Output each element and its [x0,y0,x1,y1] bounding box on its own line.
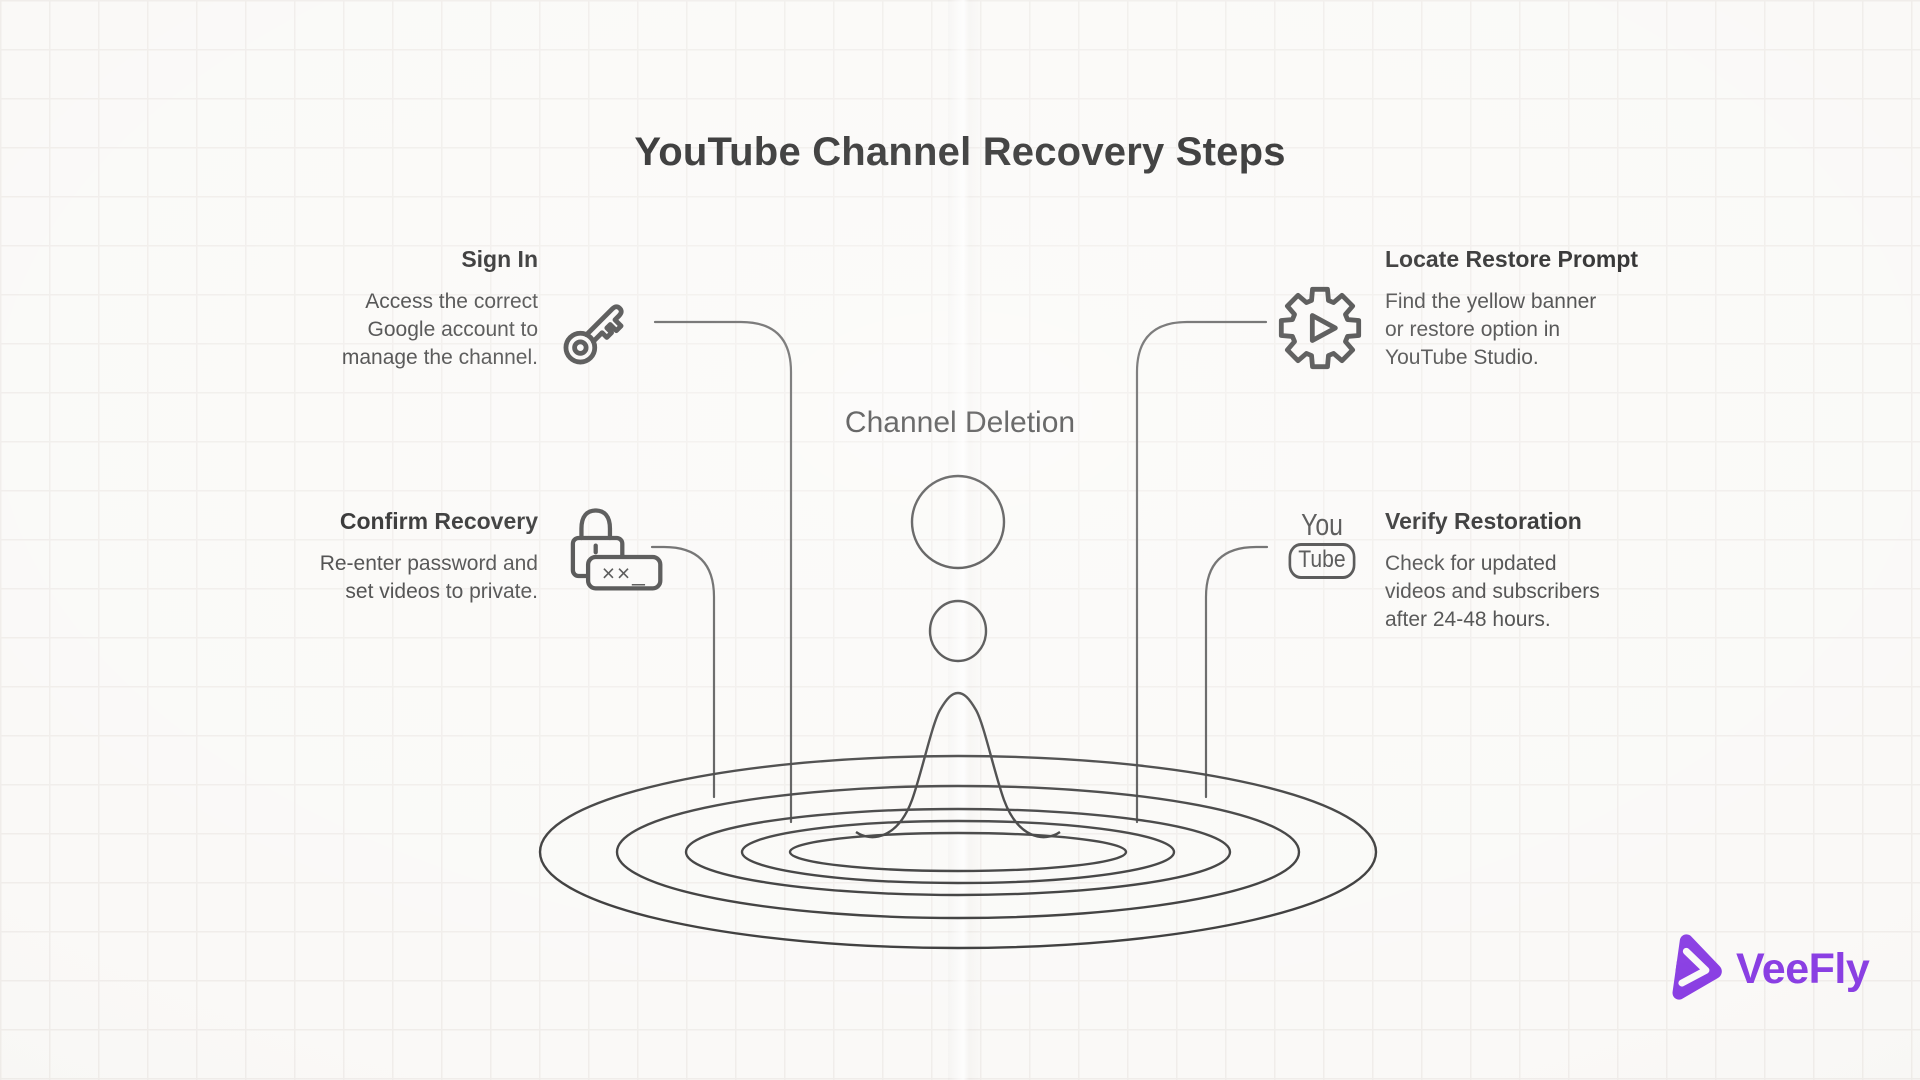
step-description: Access the correct Google account to man… [341,290,538,369]
step-confirm-recovery: Confirm Recovery Re-enter password and s… [208,508,538,606]
falling-droplet-small [928,599,988,663]
lock-shackle [579,508,613,541]
ripple-ellipse-3 [684,807,1232,897]
connector-verify-restoration [1204,545,1269,799]
step-title: Confirm Recovery [339,508,538,534]
step-verify-restoration: Verify Restoration Check for updated vid… [1385,508,1715,634]
ripple-ellipse-2 [615,784,1301,920]
falling-droplet-large [910,474,1006,570]
step-sign-in: Sign In Access the correct Google accoun… [208,246,538,372]
play-triangle [1309,313,1338,343]
gear-outline [1278,286,1362,370]
gear-play-icon [1272,280,1368,381]
youtube-logo-tube: Tube [1288,543,1356,579]
password-lock-icon: ××_ [552,500,666,600]
channel-deletion-label: Channel Deletion [844,406,1076,439]
step-description: Find the yellow banner or restore option… [1385,290,1597,369]
connector-lines [650,320,1269,824]
connector-locate-restore [1135,320,1268,824]
password-field-text: ××_ [602,560,647,586]
water-ripple-graphic [538,474,1378,950]
page-title: YouTube Channel Recovery Steps [634,130,1286,174]
ripple-ellipse-4 [740,819,1176,885]
step-title: Verify Restoration [1385,508,1582,534]
step-title: Locate Restore Prompt [1385,246,1639,272]
veefly-play-icon [1672,934,1722,1000]
step-description: Check for updated videos and subscribers… [1385,552,1600,631]
password-field [585,554,663,591]
key-icon [550,282,646,383]
veefly-logo: VeeFly [1666,934,1870,1004]
step-title: Sign In [461,246,538,272]
connector-sign-in [653,320,793,824]
youtube-logo-you: You [1301,507,1343,542]
connector-confirm-recovery [650,545,716,799]
ripple-ellipse-5 [788,831,1128,873]
step-locate-restore-prompt: Locate Restore Prompt Find the yellow ba… [1385,246,1715,372]
youtube-icon: You Tube [1282,507,1362,579]
splash-spike [855,691,1061,839]
ripple-ellipse-1 [538,754,1378,950]
veefly-wordmark: VeeFly [1736,944,1870,993]
step-description: Re-enter password and set videos to priv… [319,552,538,603]
